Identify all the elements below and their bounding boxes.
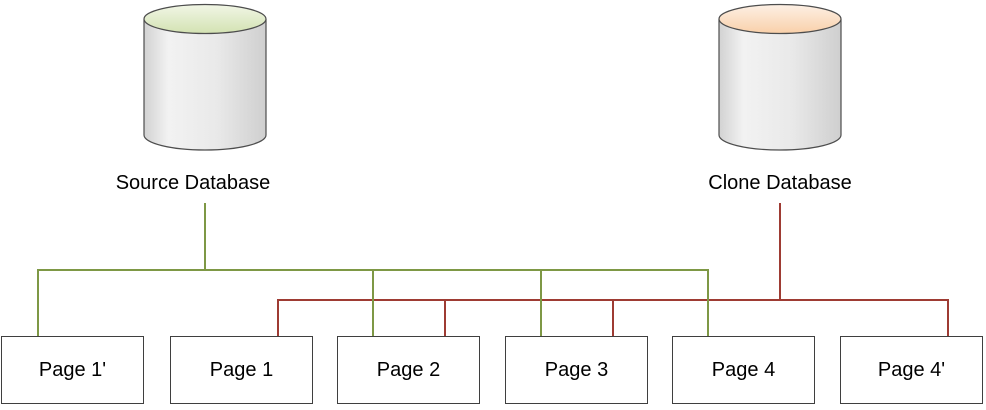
- page-box-3: Page 3: [505, 336, 648, 404]
- source-database-cylinder-icon: [143, 3, 267, 151]
- connector-clone-to-page-3: [612, 299, 614, 337]
- connector-source-stem: [204, 203, 206, 271]
- page-box-label: Page 4: [711, 358, 776, 381]
- page-box-label: Page 3: [544, 358, 609, 381]
- page-box-1: Page 1: [170, 336, 313, 404]
- clone-database-cylinder-icon: [718, 3, 842, 151]
- page-box-2: Page 2: [337, 336, 480, 404]
- connector-clone-to-page-1: [277, 299, 279, 337]
- page-box-4: Page 4: [672, 336, 815, 404]
- page-box-label: Page 1': [38, 358, 107, 381]
- connector-clone-stem: [779, 203, 781, 301]
- connector-clone-to-page-4-prime: [947, 299, 949, 337]
- page-box-label: Page 2: [376, 358, 441, 381]
- page-box-1-prime: Page 1': [1, 336, 144, 404]
- connector-clone-to-page-2: [444, 299, 446, 337]
- source-database-label: Source Database: [115, 172, 271, 194]
- connector-source-to-page-4: [707, 269, 709, 337]
- page-box-label: Page 4': [877, 358, 946, 381]
- page-box-4-prime: Page 4': [840, 336, 983, 404]
- page-box-label: Page 1: [209, 358, 274, 381]
- connector-source-to-page-1-prime: [37, 269, 39, 337]
- connector-source-to-page-3: [540, 269, 542, 337]
- connector-source-to-page-2: [372, 269, 374, 337]
- clone-database-label: Clone Database: [708, 172, 852, 194]
